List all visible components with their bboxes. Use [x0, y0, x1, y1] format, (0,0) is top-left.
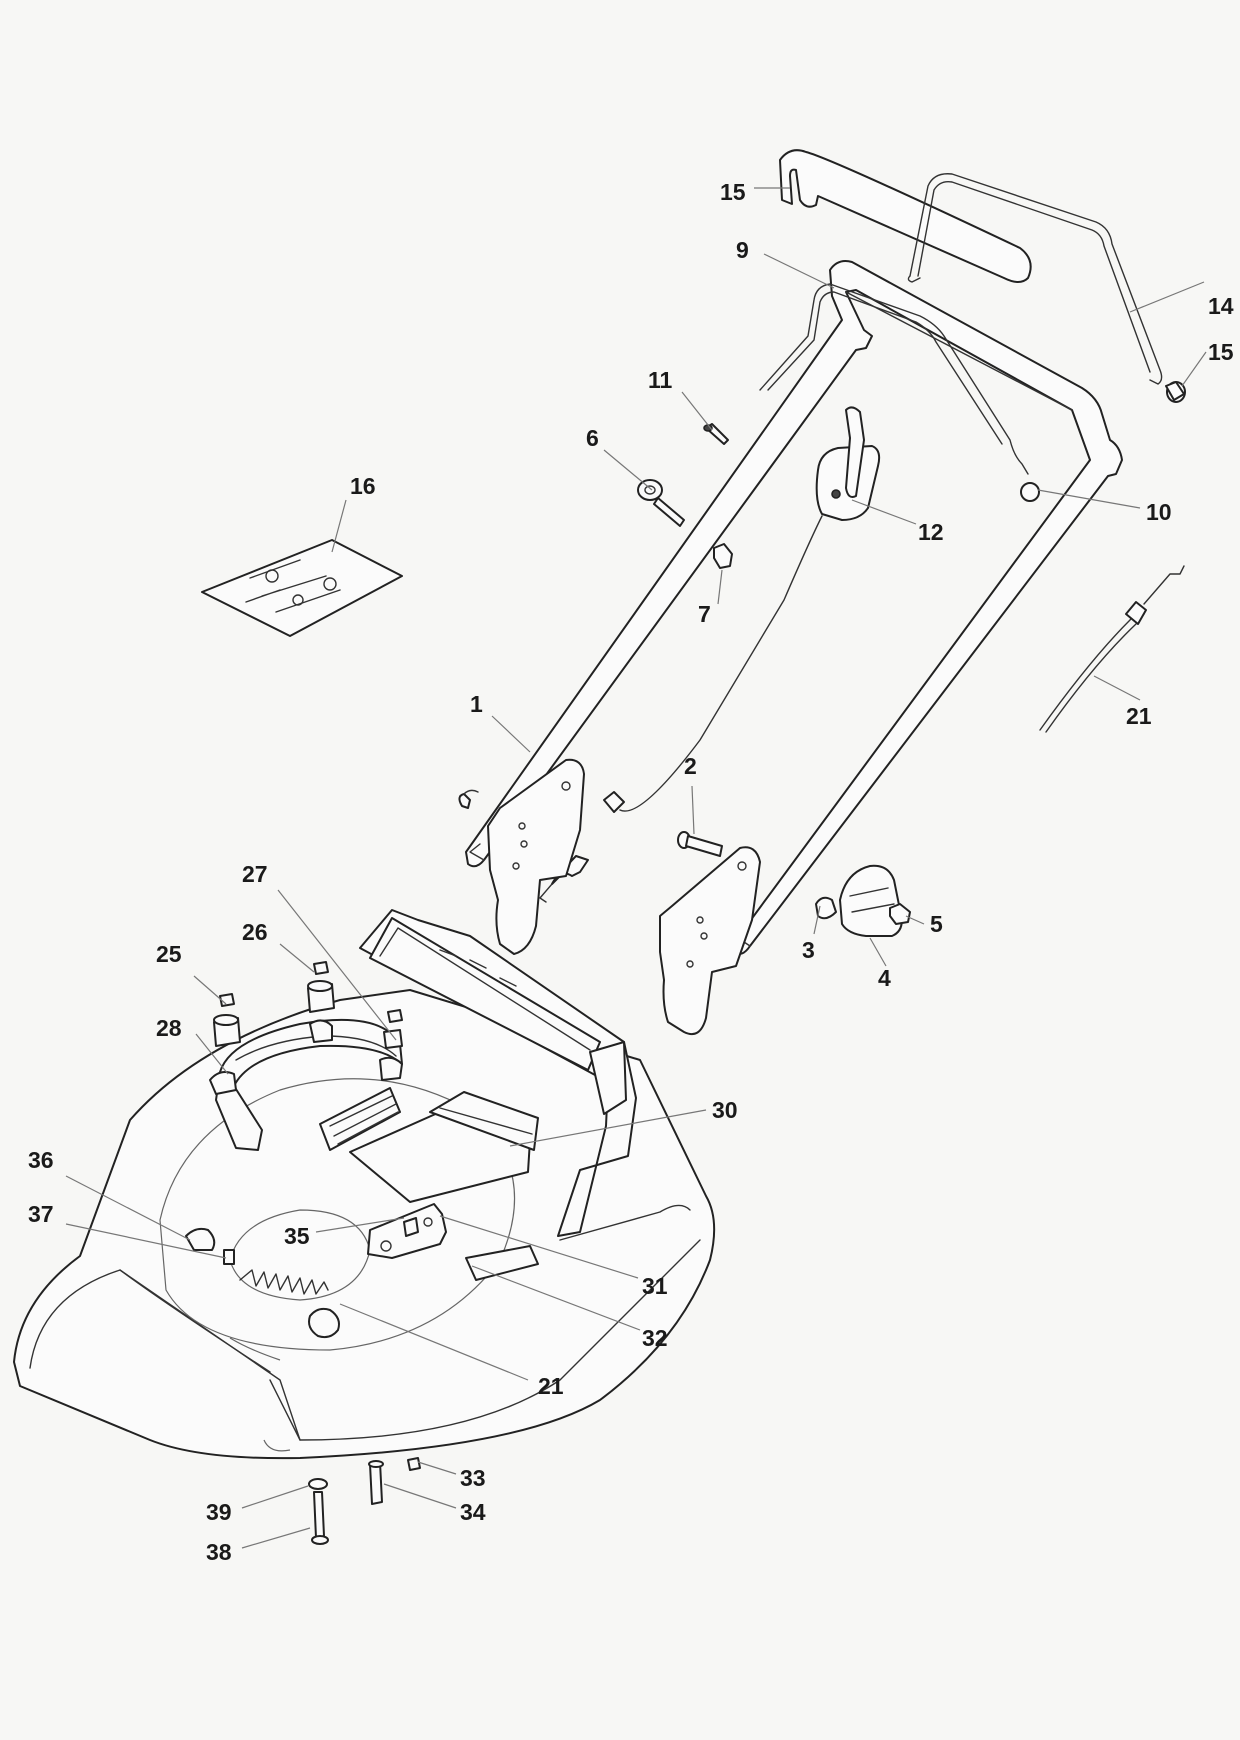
nut-33	[407, 1457, 421, 1471]
lower-handle-frame-9	[465, 260, 1123, 955]
eye-bolt-6	[637, 479, 685, 527]
bracket-left	[487, 758, 585, 955]
part-labels: 15 9 14 15 10 11 12 6 7 16 21 1 2 3 4 5 …	[28, 179, 1234, 1565]
bushing-27	[383, 1009, 403, 1049]
leader-lines	[65, 187, 1207, 1549]
drive-cable-21	[1039, 565, 1185, 733]
inner-bail-wire	[759, 283, 1029, 475]
label-38: 38	[206, 1539, 232, 1565]
nut-5	[889, 903, 911, 925]
label-25: 25	[156, 941, 182, 967]
label-16: 16	[350, 473, 376, 499]
label-26: 26	[242, 919, 268, 945]
hardware-bag-16	[201, 539, 403, 637]
stud-34	[368, 1460, 384, 1505]
label-39: 39	[206, 1499, 232, 1525]
label-28: 28	[156, 1015, 182, 1041]
ring-support-28	[209, 1018, 403, 1151]
label-32: 32	[642, 1325, 668, 1351]
washer-39	[308, 1478, 328, 1490]
handle-grip-1	[458, 789, 479, 809]
label-21-upper: 21	[1126, 703, 1152, 729]
label-2: 2	[684, 753, 697, 779]
bracket-right	[659, 846, 761, 1036]
bushing-25	[213, 993, 241, 1047]
label-14: 14	[1208, 293, 1234, 319]
bail-lever-14	[907, 173, 1163, 385]
label-35: 35	[284, 1223, 310, 1249]
cap-15	[1165, 381, 1186, 403]
label-21-lower: 21	[538, 1373, 564, 1399]
label-33: 33	[460, 1465, 486, 1491]
label-37: 37	[28, 1201, 54, 1227]
label-31: 31	[642, 1273, 668, 1299]
label-30: 30	[712, 1097, 738, 1123]
label-7: 7	[698, 601, 711, 627]
bolt-2	[677, 831, 723, 857]
screw-11	[703, 423, 729, 445]
label-9: 9	[736, 237, 749, 263]
washer-3	[815, 896, 837, 920]
label-34: 34	[460, 1499, 486, 1525]
stud-37	[223, 1249, 235, 1265]
label-3: 3	[802, 937, 815, 963]
label-15: 15	[1208, 339, 1234, 365]
cable-guide-36	[185, 1227, 216, 1251]
label-13: 15	[720, 179, 746, 205]
bolt-38	[311, 1491, 329, 1545]
label-4: 4	[878, 965, 891, 991]
nut-7	[713, 543, 733, 569]
label-10: 10	[1146, 499, 1172, 525]
upper-handle-13	[779, 149, 1032, 283]
plate-32	[465, 1245, 539, 1281]
label-6: 6	[586, 425, 599, 451]
bushing-26	[307, 961, 335, 1013]
rear-chute-frame	[359, 909, 691, 1241]
rod-35	[403, 1217, 419, 1237]
spring-21	[239, 1269, 340, 1339]
label-5: 5	[930, 911, 943, 937]
cap-10	[1020, 482, 1040, 502]
height-adjust-plate-30	[319, 1087, 539, 1203]
label-12: 12	[918, 519, 944, 545]
label-27: 27	[242, 861, 268, 887]
label-1: 1	[470, 691, 483, 717]
knob-4	[839, 864, 903, 937]
label-11: 11	[648, 367, 673, 393]
label-36: 36	[28, 1147, 54, 1173]
